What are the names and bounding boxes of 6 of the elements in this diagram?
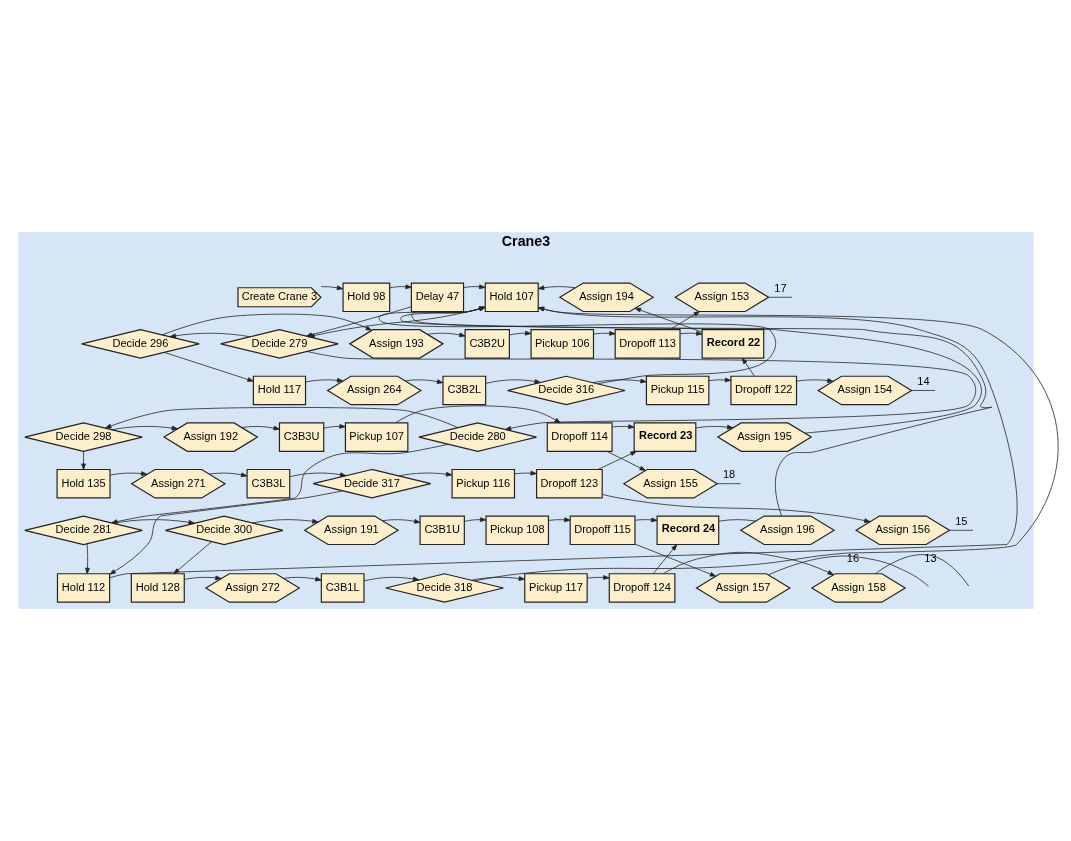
edge-label: 15 [955, 514, 968, 527]
edge-label: 16 [846, 552, 860, 565]
edge-label: 14 [917, 375, 930, 388]
edge-label: 13 [924, 552, 937, 565]
edge-label: 18 [722, 468, 736, 481]
edge-label: 17 [774, 281, 787, 294]
